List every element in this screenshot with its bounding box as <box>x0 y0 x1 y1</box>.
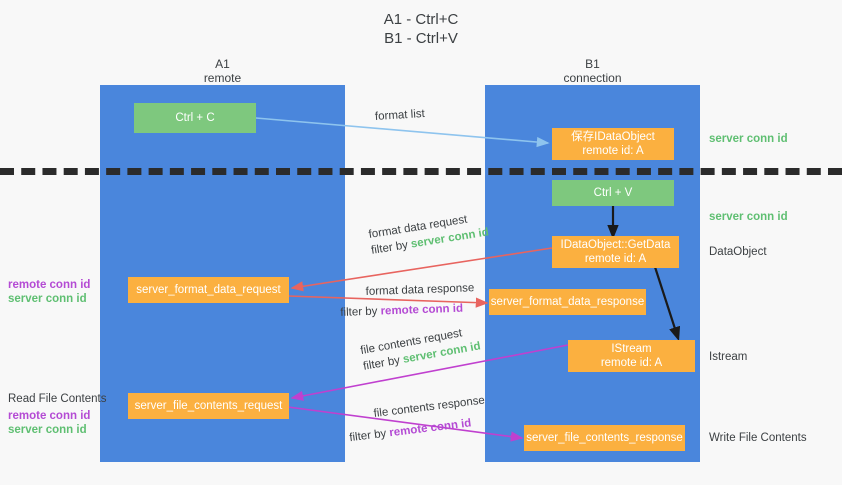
node-server-format-data-response-label: server_format_data_response <box>490 296 645 308</box>
node-getdata-line-1: IDataObject::GetData <box>560 239 671 251</box>
annotation-istream: Istream <box>709 351 748 363</box>
annotation-read-file-contents: Read File Contents <box>8 393 107 405</box>
node-idataobject[interactable]: 保存IDataObject remote id: A <box>552 128 674 160</box>
node-idataobject-getdata[interactable]: IDataObject::GetData remote id: A <box>552 236 679 268</box>
node-ctrl-c-label: Ctrl + C <box>175 112 215 124</box>
column-header-b1: B1 connection <box>485 57 700 85</box>
column-b1-name: B1 <box>585 57 600 71</box>
annotation-remote-conn-id-upper: remote conn id <box>8 279 91 291</box>
annotation-remote-conn-id-lower: remote conn id <box>8 410 91 422</box>
title-line-1: A1 - Ctrl+C <box>383 11 459 28</box>
node-server-file-contents-response-label: server_file_contents_response <box>526 432 683 444</box>
node-server-format-data-request-label: server_format_data_request <box>136 284 281 296</box>
phase-divider <box>0 168 842 175</box>
column-a1-sub: remote <box>203 71 242 85</box>
arrow-format-data-request <box>290 247 553 292</box>
arrow-getdata-to-istream <box>653 266 681 342</box>
node-ctrl-c[interactable]: Ctrl + C <box>134 103 256 133</box>
column-b1-sub: connection <box>563 71 622 85</box>
annotation-server-conn-id-upper: server conn id <box>8 293 87 305</box>
annotation-conn-id-upper-group: remote conn id server conn id <box>8 278 90 306</box>
node-istream-line-2: remote id: A <box>600 357 663 369</box>
node-getdata-line-2: remote id: A <box>584 253 647 265</box>
diagram-title: A1 - Ctrl+C B1 - Ctrl+V <box>0 10 842 48</box>
arrow-format-data-response <box>287 295 489 308</box>
node-ctrl-v-label: Ctrl + V <box>593 187 633 199</box>
node-idataobject-line-1: 保存IDataObject <box>571 131 655 143</box>
arrow-file-contents-request <box>290 344 569 401</box>
annotation-write-file-contents: Write File Contents <box>709 432 807 444</box>
annotation-read-file-contents-group: Read File Contents remote conn id server… <box>8 392 106 437</box>
arrow-format-list <box>255 117 550 148</box>
annotation-server-conn-id-lower: server conn id <box>8 424 87 436</box>
node-server-file-contents-response[interactable]: server_file_contents_response <box>524 425 685 451</box>
node-server-format-data-response[interactable]: server_format_data_response <box>489 289 646 315</box>
node-ctrl-v[interactable]: Ctrl + V <box>552 180 674 206</box>
node-server-file-contents-request[interactable]: server_file_contents_request <box>128 393 289 419</box>
title-line-2: B1 - Ctrl+V <box>384 30 458 47</box>
node-server-file-contents-request-label: server_file_contents_request <box>134 400 283 412</box>
annotation-server-conn-id-top: server conn id <box>709 133 788 145</box>
edge-label-format-data-response: format data response filter by remote co… <box>340 282 475 319</box>
node-istream-line-1: IStream <box>611 343 652 355</box>
annotation-server-conn-id-mid: server conn id <box>709 211 788 223</box>
column-header-a1: A1 remote <box>100 57 345 85</box>
arrow-file-contents-response <box>287 406 524 442</box>
annotation-dataobject: DataObject <box>709 246 767 258</box>
node-idataobject-line-2: remote id: A <box>582 145 644 157</box>
node-istream[interactable]: IStream remote id: A <box>568 340 695 372</box>
column-a1-name: A1 <box>215 57 230 71</box>
node-server-format-data-request[interactable]: server_format_data_request <box>128 277 289 303</box>
